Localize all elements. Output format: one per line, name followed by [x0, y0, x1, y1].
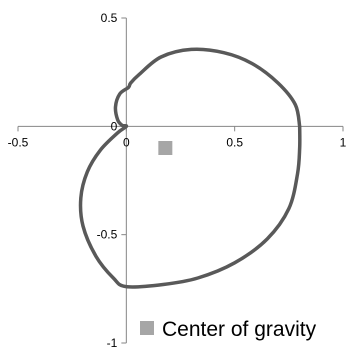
y-tick-label: -1: [107, 336, 118, 349]
y-tick-label: 0: [111, 119, 118, 133]
center-of-gravity-point: [158, 141, 173, 155]
x-tick-label: 0.5: [226, 135, 243, 149]
x-tick-label: -0.5: [8, 135, 29, 149]
x-tick-label: 0: [123, 135, 130, 149]
y-tick-label: -0.5: [97, 228, 118, 242]
legend: Center of gravity: [140, 318, 317, 341]
legend-marker: [140, 321, 154, 335]
series-layer: [78, 47, 302, 289]
legend-label: Center of gravity: [162, 318, 317, 341]
y-tick-label: 0.5: [101, 11, 118, 25]
x-tick-label: 1: [340, 135, 347, 149]
curve-line: [78, 47, 302, 289]
axes: -0.5 0 0.5 1 -1 -0.5 0 0.5: [8, 11, 347, 349]
